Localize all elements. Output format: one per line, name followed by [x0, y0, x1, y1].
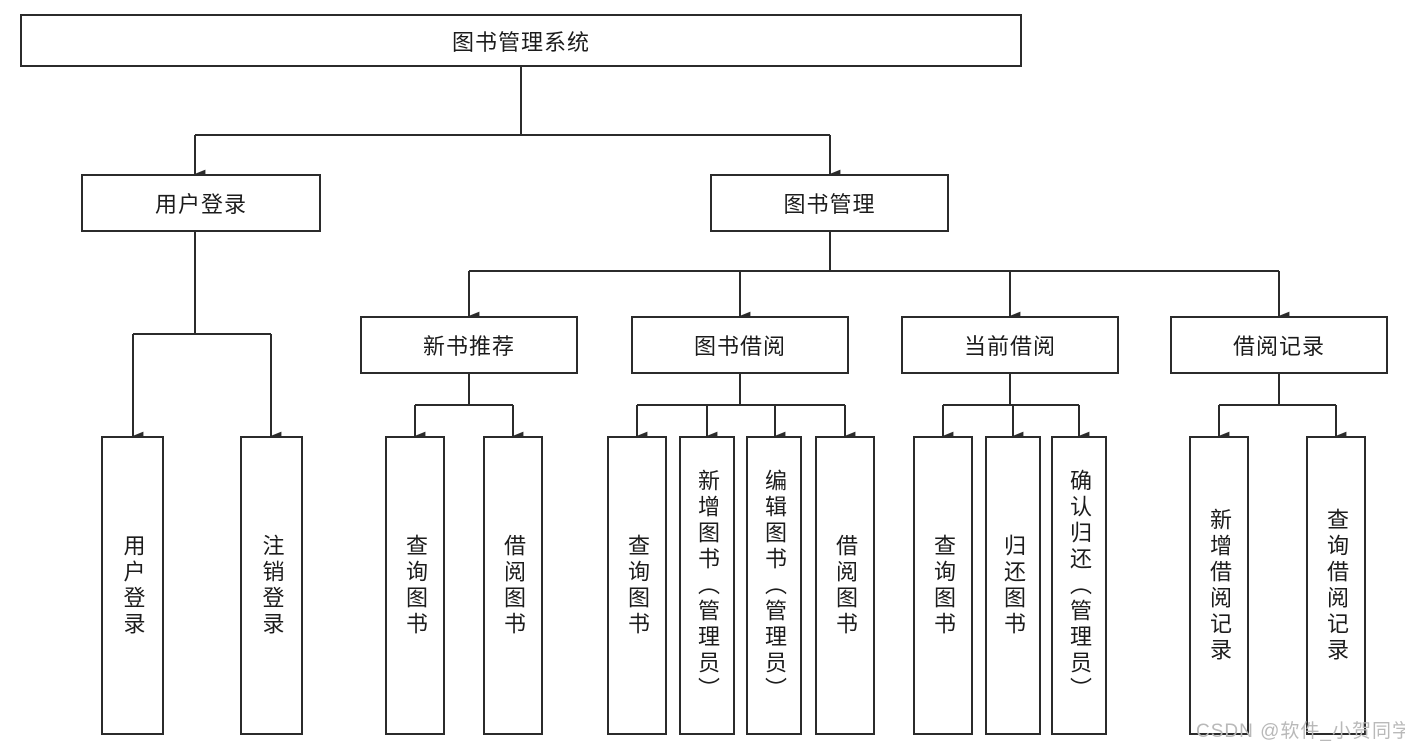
node-leaf-query-book-1[interactable]: 查询图书	[385, 436, 445, 735]
node-book-borrow[interactable]: 图书借阅	[631, 316, 849, 374]
node-leaf-add-book-admin[interactable]: 新增图书（管理员）	[679, 436, 735, 735]
node-book-borrow-label: 图书借阅	[693, 334, 786, 359]
node-borrow-record[interactable]: 借阅记录	[1170, 316, 1388, 374]
node-new-book-recommend-label: 新书推荐	[422, 334, 515, 359]
node-new-book-recommend[interactable]: 新书推荐	[360, 316, 578, 374]
node-leaf-add-book-admin-label: 新增图书（管理员）	[695, 468, 720, 703]
node-leaf-query-borrow-record[interactable]: 查询借阅记录	[1306, 436, 1366, 735]
node-user-login[interactable]: 用户登录	[81, 174, 321, 232]
node-root-label: 图书管理系统	[451, 29, 590, 55]
node-book-manage-label: 图书管理	[783, 192, 876, 217]
node-leaf-confirm-return-admin[interactable]: 确认归还（管理员）	[1051, 436, 1107, 735]
node-leaf-query-book-3-label: 查询图书	[931, 533, 956, 638]
node-leaf-query-book-1-label: 查询图书	[403, 533, 428, 638]
node-leaf-logout[interactable]: 注销登录	[240, 436, 303, 735]
node-leaf-logout-label: 注销登录	[259, 533, 285, 638]
node-book-manage[interactable]: 图书管理	[710, 174, 949, 232]
watermark-text: CSDN @软件_小贺同学	[1196, 721, 1405, 742]
node-leaf-edit-book-admin[interactable]: 编辑图书（管理员）	[746, 436, 802, 735]
node-current-borrow-label: 当前借阅	[963, 334, 1056, 359]
node-leaf-borrow-book-2-label: 借阅图书	[833, 533, 858, 638]
node-user-login-label: 用户登录	[154, 192, 247, 217]
node-leaf-edit-book-admin-label: 编辑图书（管理员）	[762, 468, 787, 703]
node-current-borrow[interactable]: 当前借阅	[901, 316, 1119, 374]
node-leaf-add-borrow-record-label: 新增借阅记录	[1207, 507, 1232, 664]
node-leaf-query-borrow-record-label: 查询借阅记录	[1324, 507, 1349, 664]
node-leaf-borrow-book-2[interactable]: 借阅图书	[815, 436, 875, 735]
node-leaf-confirm-return-admin-label: 确认归还（管理员）	[1067, 468, 1092, 703]
node-leaf-query-book-2-label: 查询图书	[625, 533, 650, 638]
node-leaf-query-book-3[interactable]: 查询图书	[913, 436, 973, 735]
node-borrow-record-label: 借阅记录	[1232, 334, 1325, 359]
node-leaf-add-borrow-record[interactable]: 新增借阅记录	[1189, 436, 1249, 735]
node-leaf-return-book[interactable]: 归还图书	[985, 436, 1041, 735]
node-leaf-borrow-book-1[interactable]: 借阅图书	[483, 436, 543, 735]
node-leaf-query-book-2[interactable]: 查询图书	[607, 436, 667, 735]
node-leaf-return-book-label: 归还图书	[1001, 533, 1026, 638]
node-leaf-user-login[interactable]: 用户登录	[101, 436, 164, 735]
node-leaf-user-login-label: 用户登录	[120, 533, 146, 638]
node-leaf-borrow-book-1-label: 借阅图书	[501, 533, 526, 638]
node-root[interactable]: 图书管理系统	[20, 14, 1022, 67]
